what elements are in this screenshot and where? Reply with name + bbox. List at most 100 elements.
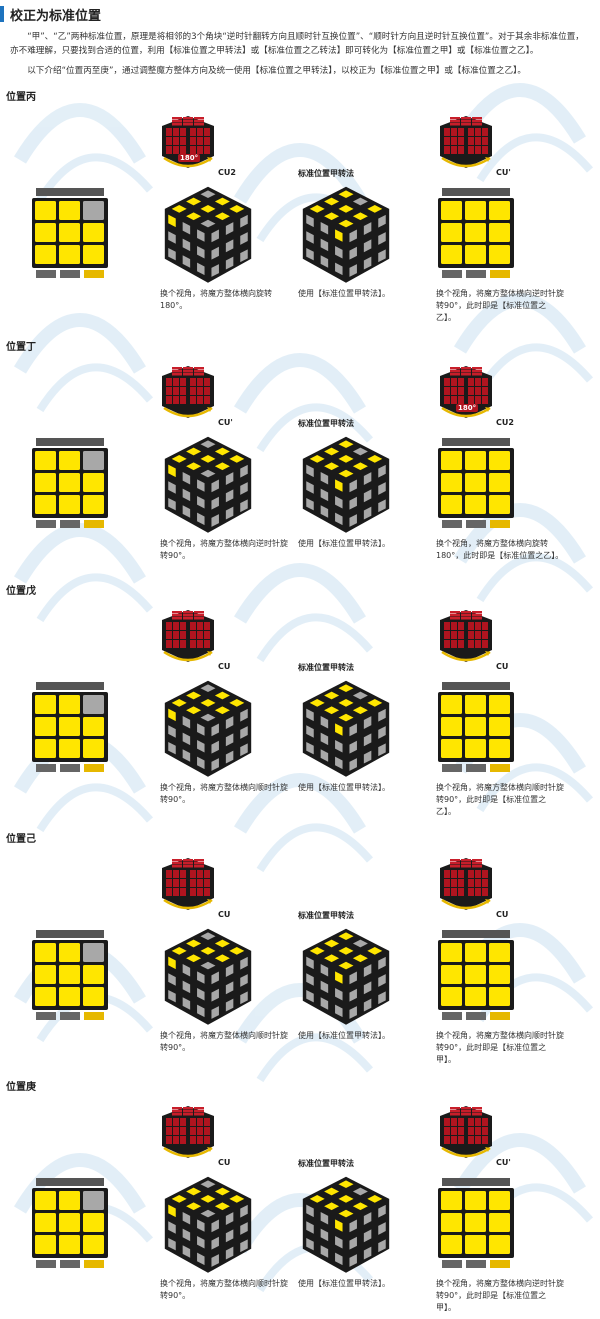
cube-sticker — [441, 965, 462, 984]
cube-sticker — [182, 255, 191, 268]
cube-front-view — [438, 188, 514, 282]
cube-sticker — [306, 956, 314, 970]
cube-sticker — [465, 965, 486, 984]
cube-sticker — [83, 1191, 104, 1210]
cube-sticker — [200, 219, 216, 228]
cube-sticker — [363, 998, 372, 1012]
cube-sticker — [200, 1209, 216, 1218]
cube-sticker — [378, 1204, 386, 1218]
cube-sticker — [240, 232, 248, 245]
intro-text: “甲”、“乙”两种标准位置，原理是将相邻的3个角块“逆时针翻转方向且顺时针互换位… — [10, 30, 592, 78]
cube-sticker — [240, 974, 248, 987]
move-label: CU — [496, 662, 509, 671]
cube-sticker — [306, 1237, 314, 1251]
cube-sticker — [240, 1222, 248, 1235]
cube-sticker — [335, 1236, 343, 1249]
cube-sticker — [35, 223, 56, 242]
cube-sticker — [465, 987, 486, 1006]
cube-sticker — [465, 717, 486, 736]
cube-sticker — [171, 455, 187, 463]
move-label: CU2 — [218, 168, 236, 177]
cube-iso-view — [298, 924, 394, 1034]
move-label: CU — [218, 1158, 231, 1167]
cube-sticker — [306, 989, 314, 1003]
cube-sticker — [211, 514, 219, 527]
cube-iso-view — [160, 432, 256, 542]
cube-front-view — [438, 682, 514, 776]
intro-paragraph-2: 以下介绍“位置丙至庚”，通过调整魔方整体方向及统一使用【标准位置之甲转法】，以校… — [27, 66, 526, 76]
cube-sticker — [465, 495, 486, 514]
cube-sticker — [182, 1212, 191, 1225]
cube-sticker — [465, 451, 486, 470]
cube-sticker — [320, 1228, 329, 1242]
cube-sticker — [306, 1221, 314, 1234]
cube-iso-view — [298, 182, 394, 292]
cube-front-view — [438, 438, 514, 532]
cube-sticker — [83, 943, 104, 962]
cube-sticker — [59, 1191, 80, 1210]
cube-sticker — [378, 232, 386, 245]
method-label: 标准位置甲转法 — [298, 1159, 354, 1168]
cube-sticker — [225, 222, 234, 235]
cube-iso-view — [160, 676, 256, 786]
cube-sticker — [225, 981, 234, 995]
rotation-indicator-cube — [158, 1104, 218, 1164]
cube-sticker — [320, 964, 329, 977]
cube-sticker — [240, 1204, 248, 1218]
cube-sticker — [59, 1235, 80, 1254]
cube-sticker — [335, 756, 343, 770]
cube-sticker — [35, 965, 56, 984]
cube-sticker — [349, 723, 357, 737]
cube-sticker — [197, 1236, 205, 1249]
cube-sticker — [441, 201, 462, 220]
cube-sticker — [240, 708, 248, 722]
cube-sticker — [182, 488, 191, 502]
cube-sticker — [214, 212, 230, 221]
caption-step-3: 换个视角，将魔方整体横向逆时针旋转90°，此时即是【标准位置之甲】。 — [436, 1279, 564, 1312]
cube-sticker — [349, 1006, 357, 1019]
cube-sticker — [320, 1212, 329, 1225]
cube-sticker — [320, 505, 329, 518]
cube-sticker — [83, 1235, 104, 1254]
cube-sticker — [309, 205, 325, 213]
cube-sticker — [200, 1180, 216, 1189]
header-accent-bar — [0, 6, 4, 22]
section-label: 位置丁 — [6, 342, 36, 353]
cube-sticker — [168, 247, 176, 261]
cube-sticker — [182, 716, 191, 729]
cube-sticker — [489, 223, 510, 242]
caption-step-3: 换个视角，将魔方整体横向顺时针旋转90°，此时即是【标准位置之乙】。 — [436, 783, 564, 816]
cube-sticker — [363, 222, 372, 235]
cube-sticker — [378, 249, 386, 263]
cube-sticker — [182, 1228, 191, 1242]
cube-sticker — [35, 495, 56, 514]
cube-sticker — [489, 695, 510, 714]
cube-sticker — [182, 238, 191, 252]
cube-sticker — [240, 956, 248, 970]
cube-front-view — [438, 1178, 514, 1272]
cube-iso-view — [160, 182, 256, 292]
cube-sticker — [441, 1235, 462, 1254]
cube-sticker — [378, 499, 386, 513]
cube-sticker — [378, 708, 386, 722]
cube-sticker — [240, 249, 248, 263]
cube-sticker — [168, 1221, 176, 1234]
cube-sticker — [306, 247, 314, 261]
cube-sticker — [240, 1239, 248, 1253]
cube-sticker — [214, 1202, 230, 1211]
cube-sticker — [197, 988, 205, 1001]
caption-step-2: 使用【标准位置甲转法】。 — [298, 783, 390, 792]
cube-sticker — [324, 1202, 340, 1211]
cube-sticker — [335, 229, 343, 242]
cube-sticker — [320, 488, 329, 502]
cube-sticker — [349, 264, 357, 277]
cube-sticker — [168, 214, 176, 228]
cube-sticker — [240, 214, 248, 228]
caption-step-1: 换个视角，将魔方整体横向顺时针旋转90°。 — [160, 1279, 288, 1300]
cube-sticker — [197, 1252, 205, 1266]
cube-sticker — [441, 717, 462, 736]
cube-sticker — [83, 1213, 104, 1232]
cube-sticker — [335, 1004, 343, 1018]
cube-sticker — [441, 495, 462, 514]
cube-sticker — [35, 473, 56, 492]
